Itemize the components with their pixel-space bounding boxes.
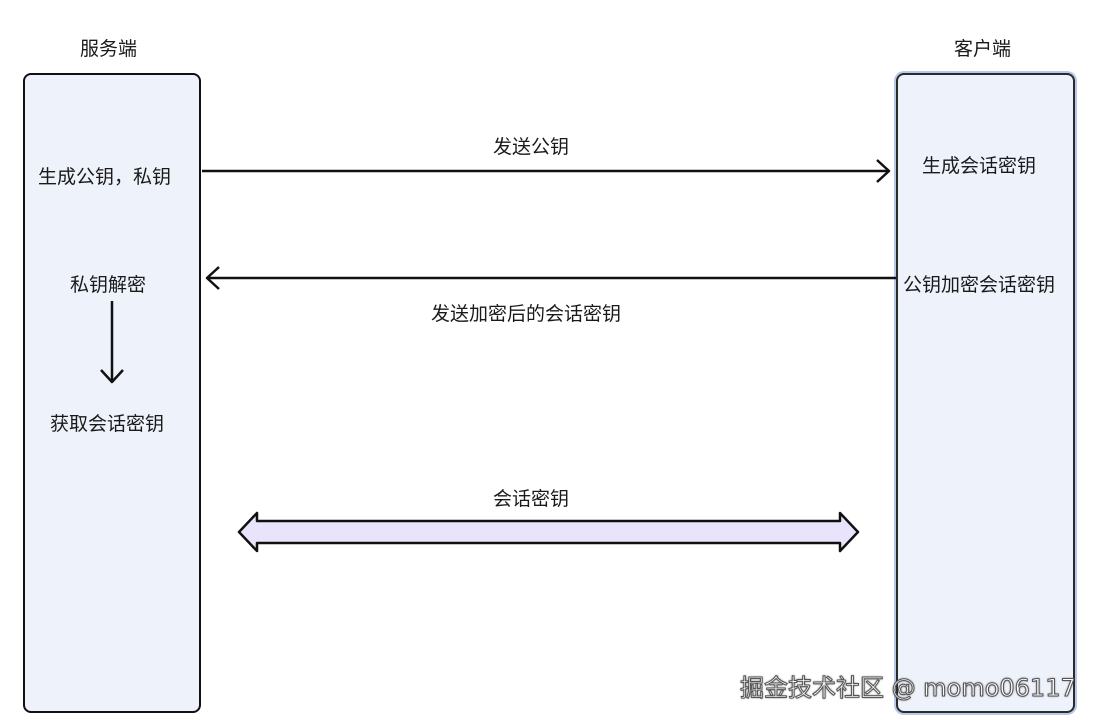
arrow-send-public-key <box>202 159 891 183</box>
client-step-public-encrypt: 公钥加密会话密钥 <box>903 274 1056 296</box>
watermark: 掘金技术社区 @ momo06117 <box>740 674 1077 703</box>
server-title: 服务端 <box>80 38 138 60</box>
client-step-generate-session-key: 生成会话密钥 <box>922 155 1037 177</box>
server-step-generate-keys: 生成公钥，私钥 <box>38 166 172 188</box>
client-title: 客户端 <box>954 38 1012 60</box>
client-lifeline <box>896 73 1075 713</box>
server-lifeline <box>23 73 201 713</box>
message-send-encrypted-session-key: 发送加密后的会话密钥 <box>431 303 622 325</box>
message-session-key: 会话密钥 <box>493 488 570 510</box>
arrow-send-encrypted-session-key <box>205 266 896 290</box>
server-step-obtain-session-key: 获取会话密钥 <box>50 413 165 435</box>
arrow-decrypt-to-obtain <box>100 301 124 384</box>
server-step-private-decrypt: 私钥解密 <box>70 274 147 296</box>
message-send-public-key: 发送公钥 <box>493 136 570 158</box>
double-arrow-session-key <box>237 511 860 553</box>
